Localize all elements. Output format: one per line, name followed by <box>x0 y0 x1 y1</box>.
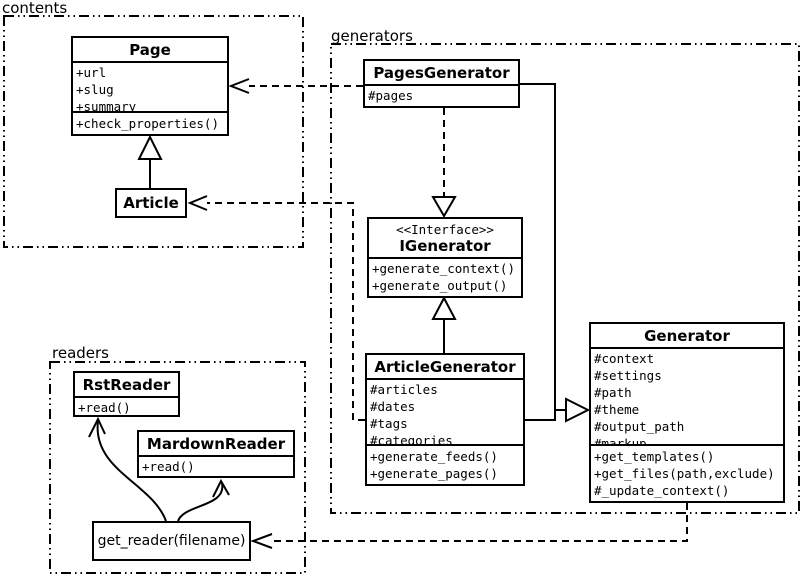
methods-section: +read() <box>75 398 178 415</box>
attribute-row: #dates <box>370 399 416 414</box>
realization-pagesgenerator-to-igenerator <box>431 108 457 218</box>
method-row: +generate_output() <box>372 278 508 293</box>
open-arrowhead-icon <box>250 533 273 549</box>
hollow-triangle-icon <box>431 295 457 320</box>
class-box-mardownreader: MardownReader +read() <box>137 430 295 478</box>
attribute-row: #path <box>594 385 632 400</box>
methods-section: +check_properties() <box>73 111 227 134</box>
package-label-contents: contents <box>2 0 68 17</box>
attributes-section: #articles #dates #tags #categories <box>367 380 523 444</box>
attribute-row: +slug <box>76 82 114 97</box>
class-title: Page <box>73 38 227 63</box>
attributes-section: +url +slug +summary <box>73 63 227 111</box>
class-box-articlegenerator: ArticleGenerator #articles #dates #tags … <box>365 353 525 486</box>
class-title: MardownReader <box>139 432 293 457</box>
method-row: +read() <box>78 400 131 415</box>
dependency-pagesgenerator-to-page <box>228 78 363 94</box>
attribute-row: +summary <box>76 99 137 111</box>
attributes-section: #context #settings #path #theme #output_… <box>591 349 783 444</box>
method-row: +get_files(path,exclude) <box>594 466 775 481</box>
dependency-generator-to-getreader <box>250 503 688 549</box>
class-title: RstReader <box>75 373 178 398</box>
class-title-text: IGenerator <box>399 237 491 255</box>
hollow-triangle-icon <box>137 134 163 160</box>
attribute-row: #tags <box>370 416 408 431</box>
arrow-getreader-to-rstreader <box>88 416 167 522</box>
method-row: +check_properties() <box>76 116 219 131</box>
class-box-igenerator: <<Interface>> IGenerator +generate_conte… <box>367 217 523 298</box>
package-label-generators: generators <box>331 27 413 45</box>
attribute-row: #markup <box>594 436 647 444</box>
hollow-triangle-icon <box>565 397 591 423</box>
methods-section: +get_templates() +get_files(path,exclude… <box>591 444 783 501</box>
function-box-get-reader: get_reader(filename) <box>92 521 251 561</box>
attribute-row: +url <box>76 65 107 80</box>
method-row: #_update_context() <box>594 483 730 498</box>
function-label: get_reader(filename) <box>97 533 246 549</box>
method-row: +generate_context() <box>372 261 515 276</box>
class-box-page: Page +url +slug +summary +check_properti… <box>71 36 229 136</box>
attribute-row: #theme <box>594 402 640 417</box>
package-border-readers <box>49 361 306 574</box>
attribute-row: #output_path <box>594 419 685 434</box>
method-row: +generate_pages() <box>370 466 498 481</box>
open-arrowhead-icon <box>187 195 208 211</box>
hollow-triangle-icon <box>431 196 457 218</box>
generalization-article-to-page <box>137 134 163 188</box>
methods-section: +generate_feeds() +generate_pages() <box>367 444 523 484</box>
attribute-row: #context <box>594 351 655 366</box>
open-arrowhead-icon <box>212 478 230 498</box>
method-row: +generate_feeds() <box>370 449 498 464</box>
class-box-pagesgenerator: PagesGenerator #pages <box>363 59 520 108</box>
attributes-section: #pages <box>365 86 518 106</box>
package-border-contents <box>3 15 304 248</box>
open-arrowhead-icon <box>228 78 250 94</box>
generalization-articlegenerator-to-igenerator <box>431 295 457 353</box>
class-title: PagesGenerator <box>365 61 518 86</box>
class-title: ArticleGenerator <box>367 355 523 380</box>
attribute-row: #settings <box>594 368 662 383</box>
stereotype-label: <<Interface>> <box>396 222 494 237</box>
class-box-article: Article <box>115 188 187 218</box>
methods-section: +read() <box>139 457 293 476</box>
attribute-row: #categories <box>370 433 453 444</box>
methods-section: +generate_context() +generate_output() <box>369 259 521 296</box>
arrow-getreader-to-mardownreader <box>177 478 230 522</box>
generalization-generators-to-generator <box>520 83 591 423</box>
open-arrowhead-icon <box>88 416 106 438</box>
method-row: +get_templates() <box>594 449 715 464</box>
attribute-row: #pages <box>368 88 414 103</box>
method-row: +read() <box>142 459 195 474</box>
attribute-row: #articles <box>370 382 438 397</box>
class-box-generator: Generator #context #settings #path #them… <box>589 322 785 503</box>
package-border-generators <box>330 43 800 514</box>
class-box-rstreader: RstReader +read() <box>73 371 180 417</box>
dependency-articlegenerator-to-article <box>187 195 365 421</box>
class-title: Generator <box>591 324 783 349</box>
class-title: <<Interface>> IGenerator <box>369 219 521 259</box>
class-title: Article <box>123 194 179 212</box>
package-label-readers: readers <box>52 344 109 362</box>
